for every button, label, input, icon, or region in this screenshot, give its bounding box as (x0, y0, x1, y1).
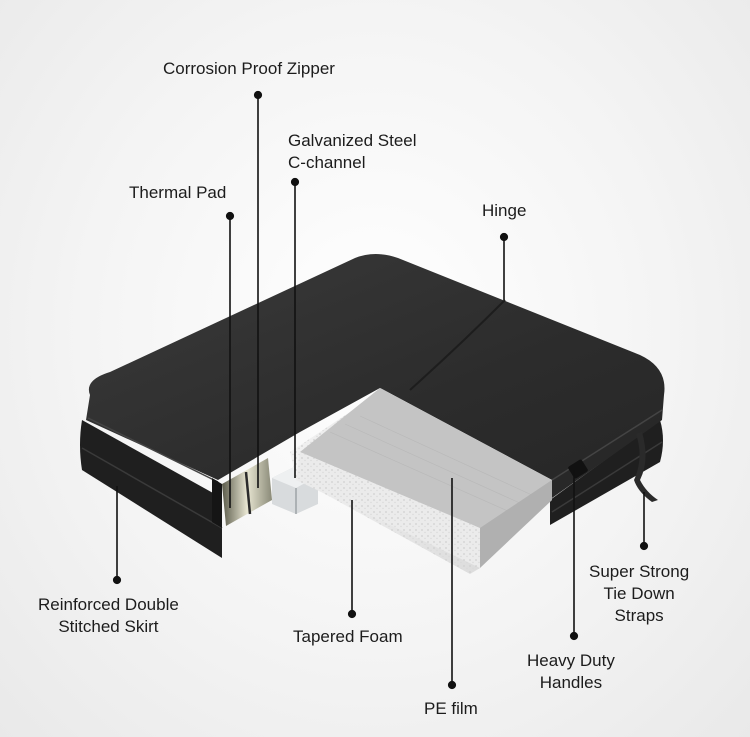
label-tapered-foam: Tapered Foam (293, 627, 403, 646)
right-skirt (550, 420, 663, 525)
label-thermal-pad: Thermal Pad (129, 183, 227, 202)
label-heavy-duty-handles: Heavy Duty Handles (527, 651, 615, 692)
tie-down-strap (634, 432, 658, 502)
label-galvanized-steel-c-channel: Galvanized Steel C-channel (288, 131, 417, 172)
label-pe-film: PE film (424, 699, 478, 718)
pe-film-face (300, 388, 552, 528)
handle (568, 459, 588, 479)
label-hinge: Hinge (482, 201, 527, 220)
label-corrosion-proof-zipper: Corrosion Proof Zipper (163, 59, 335, 78)
front-left-skirt (80, 420, 222, 558)
label-super-strong-tie-down-straps: Super Strong Tie Down Straps (589, 562, 690, 625)
hinge-seam (409, 299, 506, 391)
label-reinforced-double-stitched-skirt: Reinforced Double Stitched Skirt (38, 595, 179, 636)
